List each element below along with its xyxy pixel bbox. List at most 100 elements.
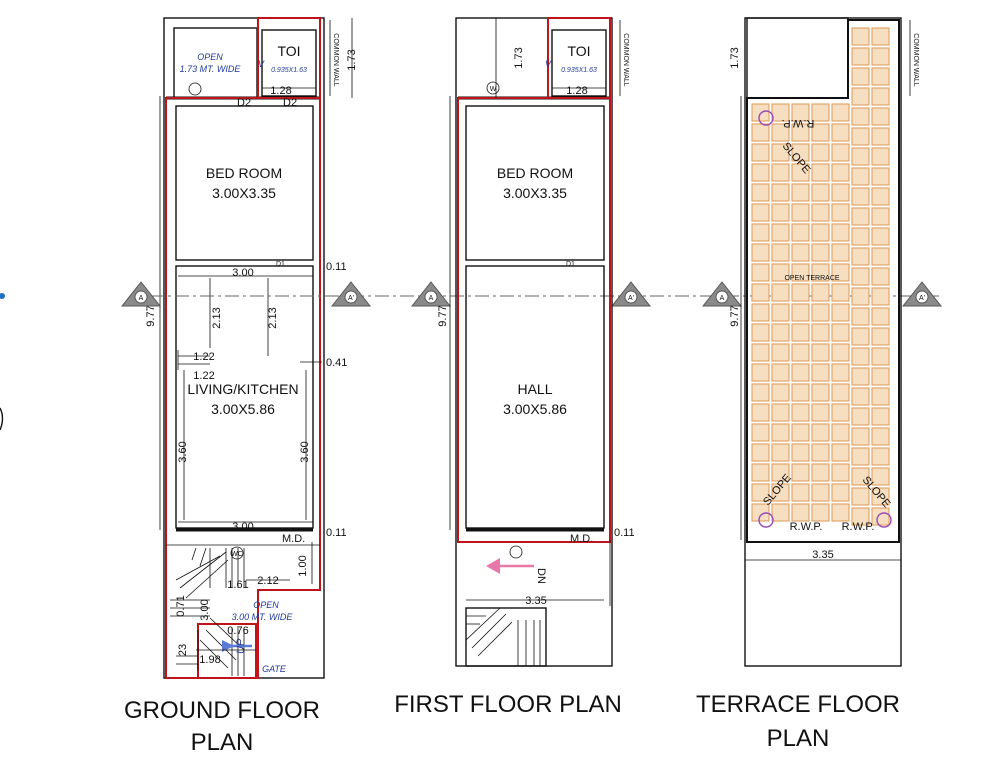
terrace-tile [871, 287, 890, 306]
terrace-tile [811, 363, 830, 382]
terrace-tile [751, 243, 770, 262]
terrace-rwp-tl-icon [758, 110, 774, 126]
terrace-tile [851, 427, 870, 446]
terrace-tile [811, 423, 830, 442]
terrace-tile [851, 47, 870, 66]
first-down-arrow [486, 558, 534, 574]
terrace-tile [871, 107, 890, 126]
terrace-tile [791, 383, 810, 402]
ground-w071: 0.71 [175, 595, 187, 616]
terrace-tile [771, 483, 790, 502]
terrace-tile [851, 307, 870, 326]
svg-text:A: A [139, 295, 144, 302]
terrace-tile [871, 467, 890, 486]
ground-overall: 9.77 [145, 305, 157, 326]
terrace-tile [811, 343, 830, 362]
ground-w212: 2.12 [257, 575, 278, 587]
terrace-tile [831, 343, 850, 362]
terrace-tile [851, 287, 870, 306]
terrace-tile [771, 143, 790, 162]
terrace-tile [771, 363, 790, 382]
terrace-tile [791, 423, 810, 442]
ground-w011-b: 0.11 [326, 527, 347, 539]
terrace-tile [871, 327, 890, 346]
terrace-overall: 9.77 [729, 305, 741, 326]
ground-w041: 0.41 [326, 357, 347, 369]
terrace-tile [791, 323, 810, 342]
terrace-tile [831, 263, 850, 282]
terrace-tile [811, 163, 830, 182]
ground-w300-b: 3.00 [232, 521, 253, 533]
terrace-tile [791, 123, 810, 142]
terrace-tile [831, 183, 850, 202]
ground-w161: 1.61 [227, 579, 248, 591]
ground-w076: 0.76 [227, 625, 248, 637]
terrace-tile [791, 283, 810, 302]
ground-w198: 1.98 [199, 654, 220, 666]
terrace-tile [871, 227, 890, 246]
terrace-tile [771, 423, 790, 442]
terrace-tile [871, 207, 890, 226]
terrace-tile [751, 183, 770, 202]
terrace-tile [851, 147, 870, 166]
terrace-tile [751, 463, 770, 482]
terrace-tile [791, 103, 810, 122]
ground-common-wall: COMMON WALL [332, 33, 339, 87]
terrace-tile [791, 363, 810, 382]
ground-wash-fixture-icon [188, 82, 202, 96]
ground-d2-a: D2 [237, 97, 251, 109]
terrace-tile [791, 263, 810, 282]
ground-vent-label: V [258, 59, 265, 69]
terrace-tile [771, 263, 790, 282]
terrace-tile [791, 403, 810, 422]
terrace-tile [771, 463, 790, 482]
terrace-tile [751, 103, 770, 122]
terrace-tile [831, 163, 850, 182]
terrace-tile [871, 347, 890, 366]
first-w011: 0.11 [614, 527, 635, 539]
first-md: M.D. [570, 533, 593, 545]
terrace-tile [871, 167, 890, 186]
first-top-height: 1.73 [513, 47, 525, 68]
terrace-tile [831, 403, 850, 422]
terrace-tile [751, 263, 770, 282]
terrace-tile [811, 303, 830, 322]
terrace-tile [771, 123, 790, 142]
terrace-tile [751, 363, 770, 382]
ground-md: M.D. [282, 533, 305, 545]
terrace-tile [791, 463, 810, 482]
terrace-tile [871, 447, 890, 466]
terrace-tile [771, 103, 790, 122]
ground-open-bottom-line1: OPEN [253, 600, 279, 610]
terrace-tile [851, 187, 870, 206]
terrace-tile [791, 183, 810, 202]
first-toilet-name: TOI [567, 43, 590, 59]
terrace-tile [831, 103, 850, 122]
terrace-tile [791, 483, 810, 502]
ground-toi-width: 1.28 [270, 85, 291, 97]
first-bedroom-size: 3.00X3.35 [503, 185, 567, 201]
ground-d2-b: D2 [283, 97, 297, 109]
terrace-tile [751, 423, 770, 442]
terrace-tile [771, 203, 790, 222]
terrace-tile [831, 363, 850, 382]
terrace-tile [791, 163, 810, 182]
ground-top-height: 1.73 [346, 49, 358, 70]
ground-bedroom-name: BED ROOM [206, 165, 282, 181]
section-marker-left-3: A [701, 281, 743, 307]
ground-staircase [166, 544, 320, 676]
terrace-tile [851, 327, 870, 346]
svg-text:A': A' [919, 295, 925, 302]
terrace-tile [751, 483, 770, 502]
first-staircase [465, 607, 547, 667]
terrace-tile [791, 503, 810, 522]
terrace-tile [811, 243, 830, 262]
terrace-tile [851, 467, 870, 486]
terrace-tile [811, 483, 830, 502]
terrace-tile [811, 203, 830, 222]
svg-text:A: A [429, 295, 434, 302]
ground-w300-a: 3.00 [232, 267, 253, 279]
terrace-tile [851, 167, 870, 186]
first-window-label: W [490, 86, 497, 93]
ground-title-line2: PLAN [191, 729, 254, 756]
